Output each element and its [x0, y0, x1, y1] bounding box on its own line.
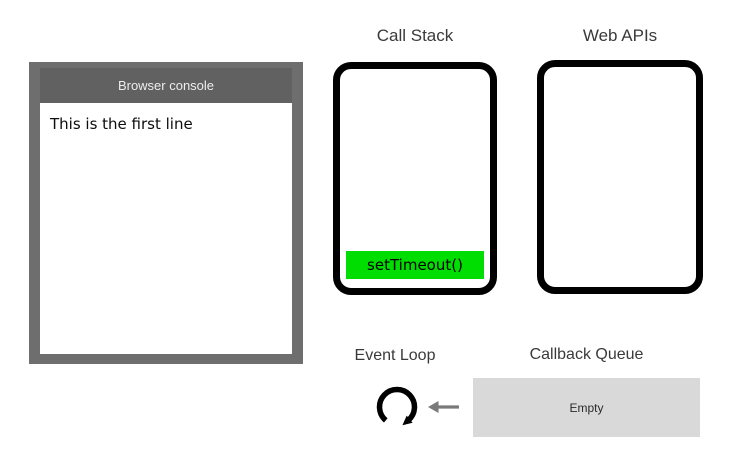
call-stack-item-settimeout: setTimeout() — [346, 251, 484, 279]
clockwise-loop-arrow-icon — [376, 386, 418, 426]
call-stack-box: setTimeout() — [333, 62, 497, 295]
callback-queue-title: Callback Queue — [529, 346, 644, 363]
left-arrow-icon — [428, 401, 459, 413]
callback-queue-box: Empty — [473, 378, 700, 437]
call-stack-title: Call Stack — [376, 26, 454, 45]
browser-console-titlebar: Browser console — [40, 68, 292, 103]
browser-console-window: Browser console This is the first line — [29, 62, 303, 364]
console-log-line: This is the first line — [50, 115, 193, 133]
callback-queue-status: Empty — [569, 400, 604, 415]
web-apis-box — [537, 60, 703, 294]
browser-console-output: This is the first line — [40, 103, 292, 354]
web-apis-title: Web APIs — [582, 26, 658, 45]
event-loop-label: Event Loop — [354, 347, 436, 364]
browser-console-title: Browser console — [117, 78, 215, 93]
